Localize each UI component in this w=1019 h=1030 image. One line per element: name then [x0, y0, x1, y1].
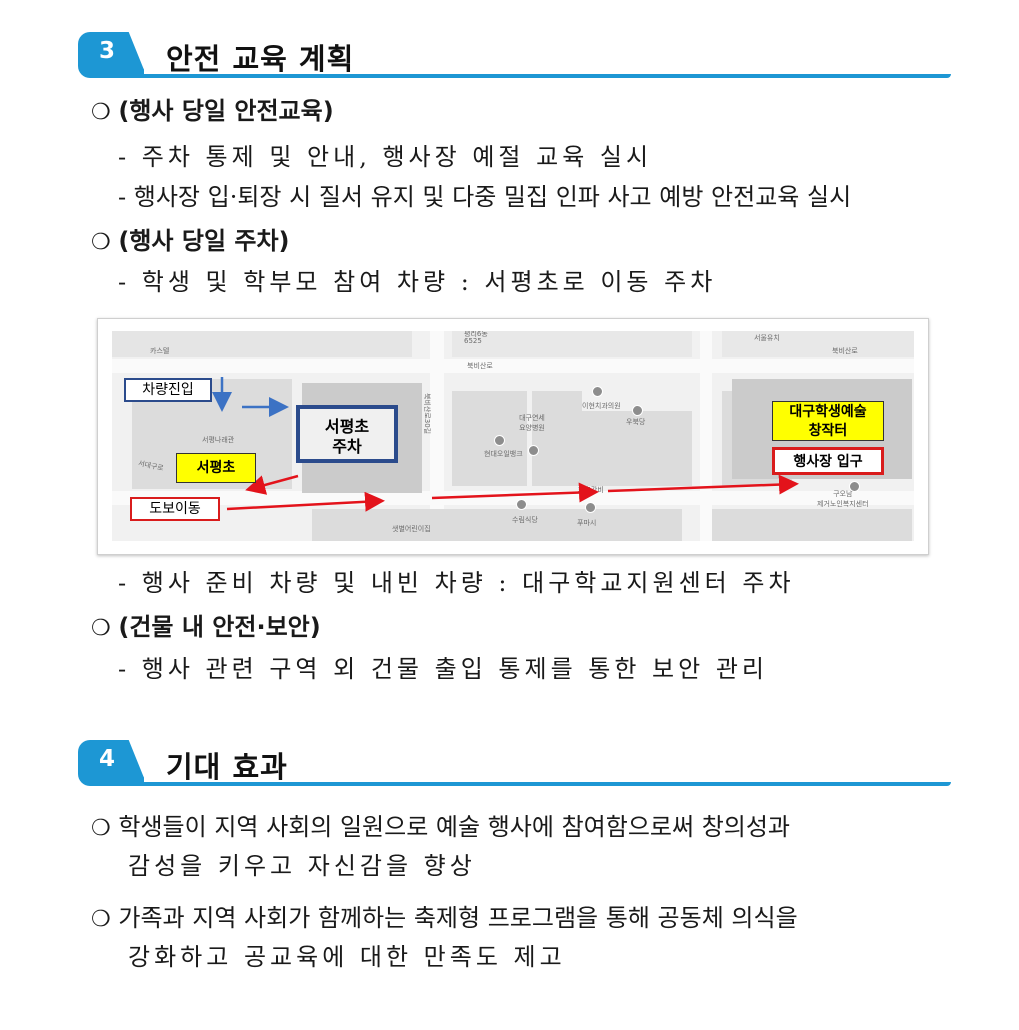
item-guest-parking: - 행사 준비 차량 및 내빈 차량 : 대구학교지원센터 주차 — [118, 569, 795, 597]
parking-route-map: 카스텔 서평나래관 북비산로 북비산로30길 대구연세 요양병원 현대오일뱅크 … — [97, 318, 929, 555]
section-3-header: 3 안전 교육 계획 — [78, 32, 951, 80]
school-label: 서평초 — [176, 453, 256, 483]
section-underline — [144, 74, 951, 78]
parking-label: 서평초 주차 — [296, 405, 398, 463]
place-top-center: 평리6동 6525 — [464, 331, 488, 345]
poi-marker — [632, 405, 643, 416]
section-underline — [144, 782, 951, 786]
poi-marker — [494, 435, 505, 446]
section-title: 기대 효과 — [166, 750, 288, 784]
place-nursery: 샛별어린이집 — [392, 525, 431, 533]
place-welfare: 구오남 제거노인복지센터 — [817, 490, 869, 508]
walk-arrow-2 — [431, 482, 599, 503]
section-4-header: 4 기대 효과 — [78, 740, 951, 788]
walk-label: 도보이동 — [130, 497, 220, 521]
place-restaurant: 수림식당 — [512, 516, 538, 524]
effect-item-1-line2: 감성을 키우고 자신감을 향상 — [128, 852, 476, 880]
vehicle-entry-label: 차량진입 — [124, 378, 212, 402]
place-store: 푸마시 — [577, 519, 597, 527]
section-title: 안전 교육 계획 — [166, 42, 355, 76]
item-crowd-safety: - 행사장 입·퇴장 시 질서 유지 및 다중 밀집 인파 사고 예방 안전교육… — [118, 183, 852, 211]
place-cafe: 카스텔 — [150, 347, 170, 355]
route-arrows — [212, 377, 799, 512]
heading-safety-education: ❍ (행사 당일 안전교육) — [91, 97, 334, 125]
effect-item-2-line2: 강화하고 공교육에 대한 만족도 제고 — [128, 943, 566, 971]
school-arrow — [245, 474, 299, 495]
place-road-north: 북비산로 — [467, 362, 493, 370]
place-road-ne: 북비산로 — [832, 347, 858, 355]
item-student-parking: - 학생 및 학부모 참여 차량 : 서평초로 이동 주차 — [118, 268, 717, 296]
walk-arrow-1 — [226, 491, 385, 512]
place-udang: 우북당 — [626, 418, 646, 426]
poi-marker — [516, 499, 527, 510]
poi-marker — [849, 481, 860, 492]
art-center-label: 대구학생예술 창작터 — [772, 401, 884, 441]
venue-entrance-label: 행사장 입구 — [772, 447, 884, 475]
place-dental: 이현치과의원 — [582, 402, 621, 410]
place-hall: 서평나래관 — [202, 436, 235, 444]
heading-building-security: ❍ (건물 내 안전·보안) — [91, 613, 321, 641]
poi-marker — [592, 386, 603, 397]
walk-arrow-3 — [607, 474, 799, 495]
map-canvas: 카스텔 서평나래관 북비산로 북비산로30길 대구연세 요양병원 현대오일뱅크 … — [112, 331, 914, 541]
effect-item-2-line1: ❍ 가족과 지역 사회가 함께하는 축제형 프로그램을 통해 공동체 의식을 — [91, 904, 798, 932]
place-hospital: 대구연세 요양병원 — [519, 414, 545, 432]
item-access-control: - 행사 관련 구역 외 건물 출입 통제를 통한 보안 관리 — [118, 655, 769, 683]
effect-item-1-line1: ❍ 학생들이 지역 사회의 일원으로 예술 행사에 참여함으로써 창의성과 — [91, 813, 791, 841]
heading-parking: ❍ (행사 당일 주차) — [91, 227, 290, 255]
place-bank: 현대오일뱅크 — [484, 450, 523, 458]
poi-marker — [528, 445, 539, 456]
item-parking-control: - 주차 통제 및 안내, 행사장 예절 교육 실시 — [118, 143, 653, 171]
place-top-right: 서울유치 — [754, 334, 780, 342]
